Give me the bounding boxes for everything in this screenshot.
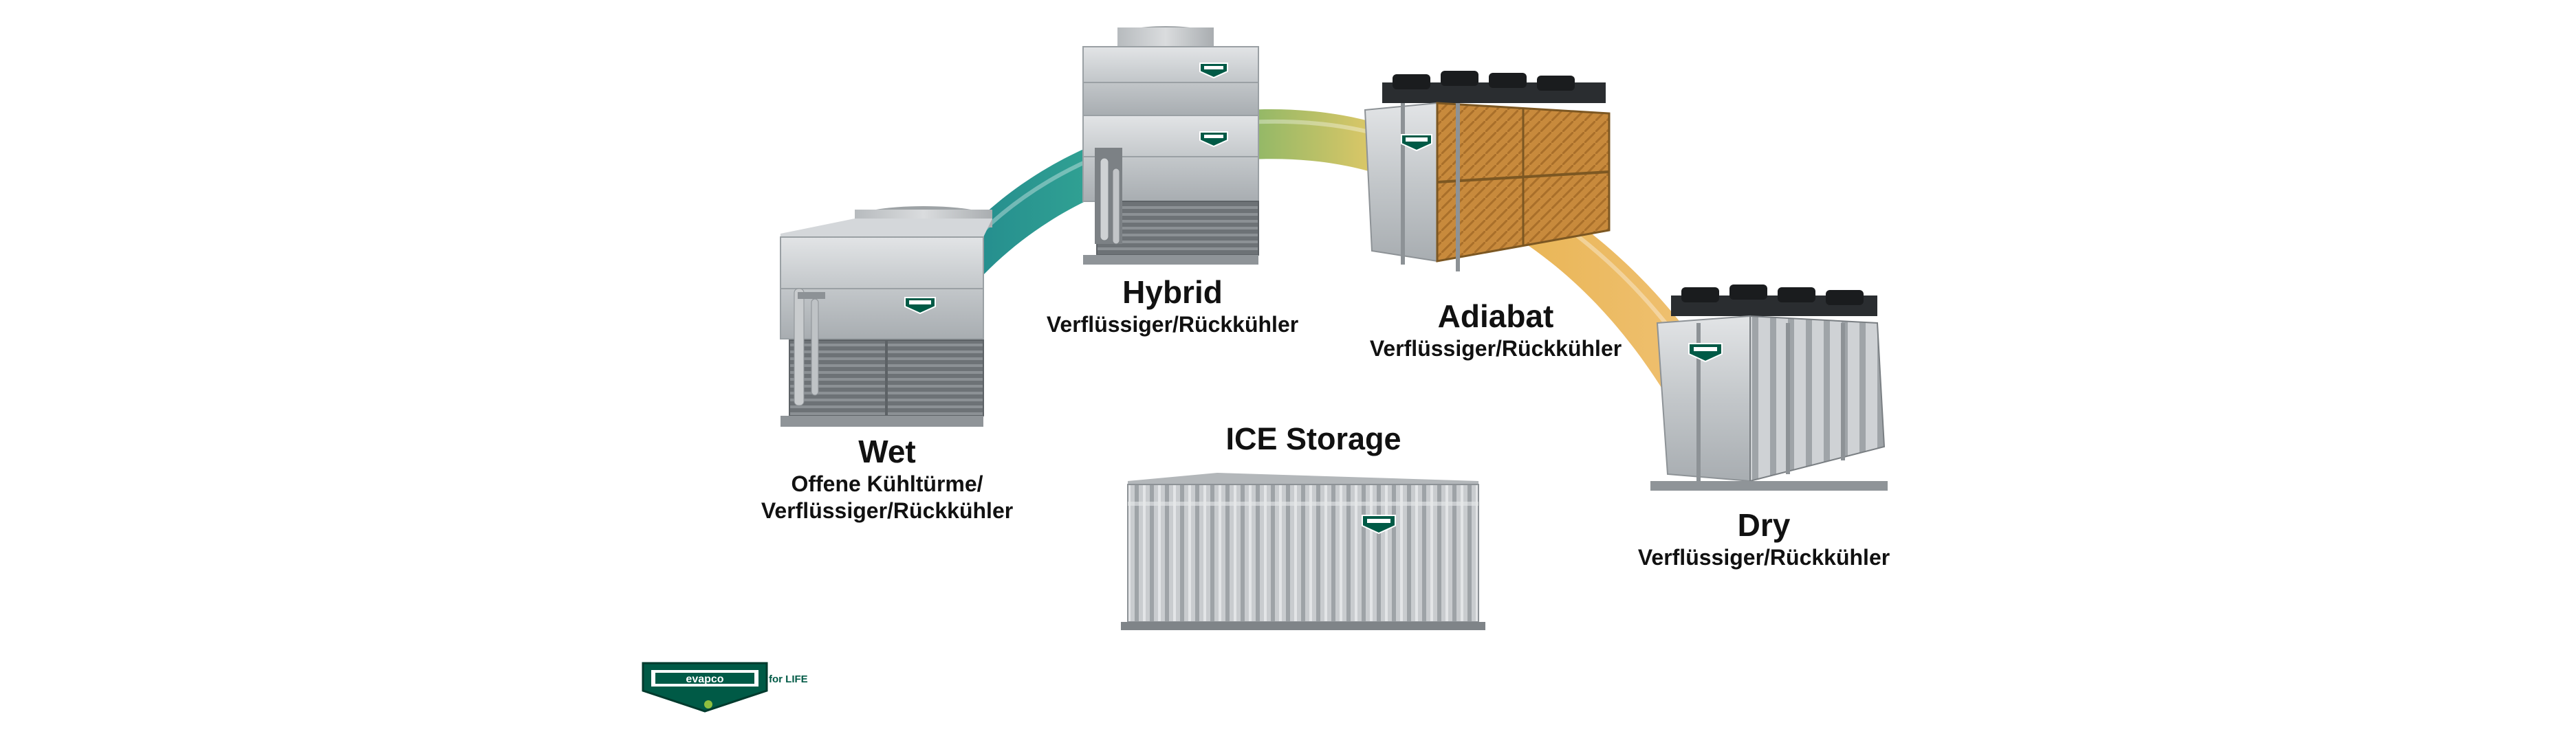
adiabatic-cooler-image [1364,71,1611,271]
hybrid-label-group: Hybrid Verflüssiger/Rückkühler [1047,274,1298,338]
adiabat-subtitle: Verflüssiger/Rückkühler [1369,336,1622,361]
dry-title: Dry [1737,507,1791,543]
wet-title: Wet [858,434,916,469]
ice-storage-tank-image [1121,473,1485,630]
hybrid-title: Hybrid [1122,274,1223,310]
evapco-logo: evapco [642,662,768,713]
wet-label-group: Wet Offene Kühltürme/ Verflüssiger/Rückk… [761,433,1013,524]
wet-cooling-tower-image [780,206,992,427]
dry-label-group: Dry Verflüssiger/Rückkühler [1638,506,1890,571]
brand-tagline: for LIFE [769,673,808,685]
ice-storage-title: ICE Storage [1225,421,1401,456]
ice-storage-label-group: ICE Storage [1225,421,1401,458]
hybrid-cooling-tower-image [1082,26,1259,265]
hybrid-subtitle: Verflüssiger/Rückkühler [1046,312,1299,337]
wet-subtitle-line2: Verflüssiger/Rückkühler [761,498,1014,523]
wet-subtitle-line1: Offene Kühltürme/ [791,471,983,497]
dry-subtitle: Verflüssiger/Rückkühler [1637,545,1890,570]
dry-cooler-image [1650,285,1888,491]
adiabat-title: Adiabat [1437,298,1554,334]
svg-text:evapco: evapco [686,673,723,685]
adiabat-label-group: Adiabat Verflüssiger/Rückkühler [1370,298,1622,362]
